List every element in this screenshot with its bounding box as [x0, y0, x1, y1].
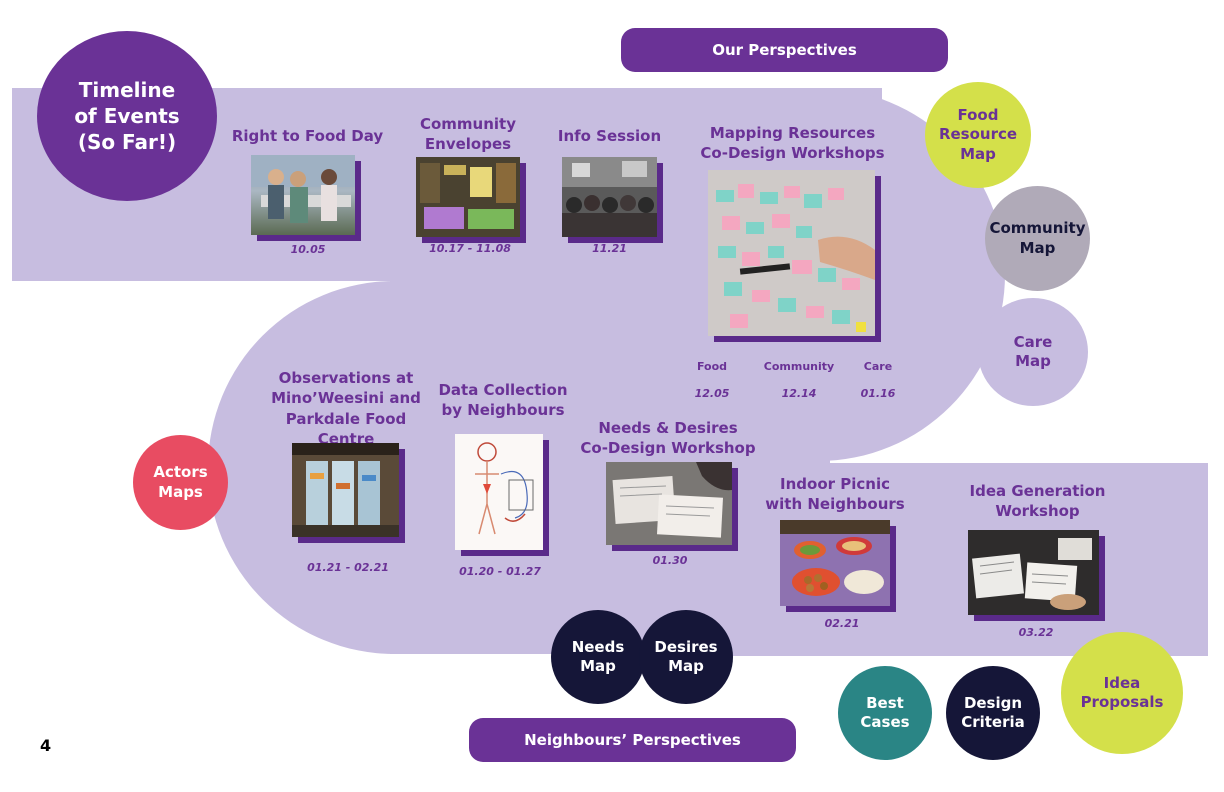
neighbours-perspectives-header: Neighbours’ Perspectives [469, 718, 796, 762]
mapping-sub-care-label: Care [863, 359, 893, 373]
mapping-sub-community: Community 12.14 [762, 346, 836, 401]
actors-maps-circle: Actors Maps [133, 435, 228, 530]
event-title-observations: Observations at Mino’Weesini and Parkdal… [271, 369, 421, 448]
event-date-idea-generation: 03.22 [1018, 626, 1054, 639]
idea-proposals-circle: Idea Proposals [1061, 632, 1183, 754]
event-date-data-collection: 01.20 - 01.27 [459, 565, 541, 578]
mapping-sub-care: Care 01.16 [856, 346, 900, 401]
event-date-info-session: 11.21 [592, 242, 627, 255]
photo-idea-generation [968, 530, 1099, 615]
best-cases-circle: Best Cases [838, 666, 932, 760]
desires-map-circle: Desires Map [639, 610, 733, 704]
photo-observations [292, 443, 399, 537]
food-resource-map-circle: Food Resource Map [925, 82, 1031, 188]
photo-info-session [562, 157, 657, 237]
mapping-sub-community-date: 12.14 [781, 387, 817, 401]
event-title-data-collection: Data Collection by Neighbours [438, 381, 568, 420]
event-date-needs-desires: 01.30 [652, 554, 688, 567]
event-title-community-envelopes: Community Envelopes [419, 115, 517, 154]
photo-data-collection [455, 434, 543, 550]
design-criteria-circle: Design Criteria [946, 666, 1040, 760]
photo-needs-desires [606, 462, 732, 545]
event-title-right-to-food-day: Right to Food Day [231, 127, 384, 145]
mapping-sub-food: Food 12.05 [690, 346, 734, 401]
timeline-title: Timeline of Events (So Far!) [37, 31, 217, 201]
needs-map-circle: Needs Map [551, 610, 645, 704]
event-title-info-session: Info Session [557, 127, 662, 145]
community-map-circle: Community Map [985, 186, 1090, 291]
photo-mapping-resources [708, 170, 875, 336]
mapping-sub-care-date: 01.16 [860, 387, 896, 401]
care-map-circle: Care Map [978, 298, 1088, 406]
event-title-idea-generation: Idea Generation Workshop [969, 482, 1106, 521]
event-title-needs-desires: Needs & Desires Co-Design Workshop [580, 419, 756, 458]
event-date-indoor-picnic: 02.21 [824, 617, 860, 630]
page-number: 4 [40, 736, 52, 755]
photo-community-envelopes [416, 157, 520, 237]
event-date-observations: 01.21 - 02.21 [307, 561, 389, 574]
event-title-indoor-picnic: Indoor Picnic with Neighbours [765, 475, 905, 514]
photo-indoor-picnic [780, 520, 890, 606]
event-date-community-envelopes: 10.17 - 11.08 [429, 242, 511, 255]
event-title-mapping-resources: Mapping Resources Co-Design Workshops [700, 124, 885, 163]
mapping-sub-food-date: 12.05 [694, 387, 730, 401]
our-perspectives-header: Our Perspectives [621, 28, 948, 72]
event-date-right-to-food-day: 10.05 [290, 243, 326, 256]
mapping-sub-community-label: Community [763, 359, 835, 373]
mapping-sub-food-label: Food [696, 359, 728, 373]
photo-right-to-food-day [251, 155, 355, 235]
